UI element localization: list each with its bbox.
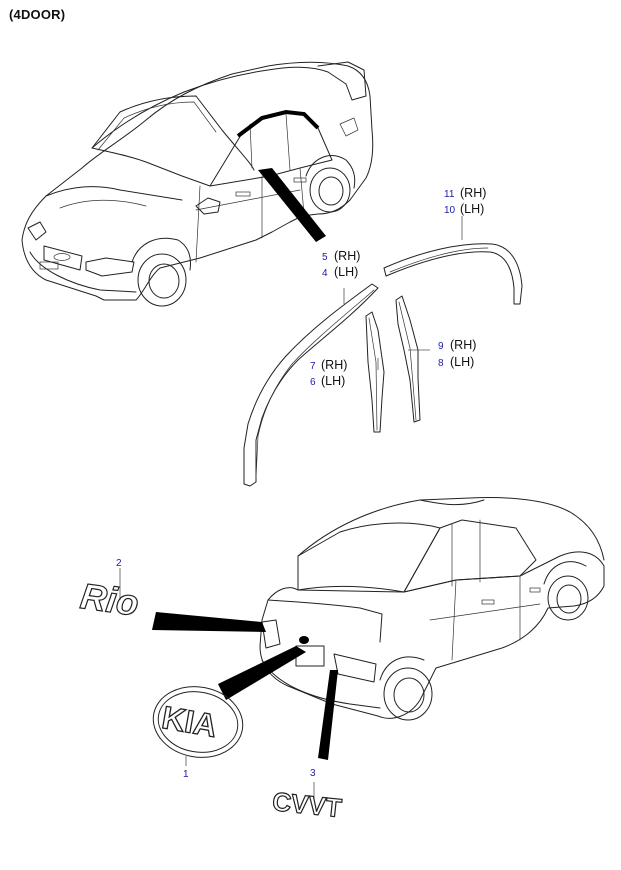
emblem-cvvt: CVVT (270, 782, 344, 824)
callout-5: 5 (RH) (322, 249, 360, 263)
car-rear-view (152, 497, 605, 760)
callout-number: 8 (438, 358, 444, 369)
page-title: (4DOOR) (9, 7, 66, 22)
callout-number: 4 (322, 268, 328, 279)
pointer-cvvt (318, 670, 338, 760)
kia-emblem-text: KIA (159, 699, 220, 744)
callout-11: 11 (RH) (444, 186, 486, 200)
car-front-view (21, 61, 374, 307)
callout-number: 6 (310, 377, 316, 388)
callout-side: (RH) (321, 358, 347, 372)
callout-3: 3 (310, 768, 316, 779)
callout-6: 6 (LH) (310, 374, 345, 388)
callout-number: 11 (444, 189, 455, 200)
callout-4: 4 (LH) (322, 265, 358, 279)
rio-emblem-text: Rio (78, 575, 141, 624)
callout-side: (LH) (334, 265, 358, 279)
callout-9: 9 (RH) (438, 338, 476, 352)
callout-number: 10 (444, 205, 456, 216)
callout-side: (LH) (460, 202, 484, 216)
callout-8: 8 (LH) (438, 355, 474, 369)
callout-side: (LH) (321, 374, 345, 388)
callout-2: 2 (116, 558, 122, 569)
pointer-kia (218, 646, 306, 700)
callout-10: 10 (LH) (444, 202, 484, 216)
callout-side: (RH) (334, 249, 360, 263)
callout-side: (RH) (450, 338, 476, 352)
pointer-rio (152, 612, 266, 632)
cvvt-emblem-text: CVVT (271, 786, 343, 823)
emblem-rio: Rio (77, 568, 142, 624)
callout-number: 5 (322, 252, 328, 263)
callout-side: (LH) (450, 355, 474, 369)
roof-molding-parts (243, 216, 523, 487)
callout-side: (RH) (460, 186, 486, 200)
callout-7: 7 (RH) (310, 358, 347, 372)
callout-number: 9 (438, 341, 444, 352)
callout-number: 7 (310, 361, 316, 372)
callout-1: 1 (183, 769, 189, 780)
pointer-molding (258, 168, 326, 242)
